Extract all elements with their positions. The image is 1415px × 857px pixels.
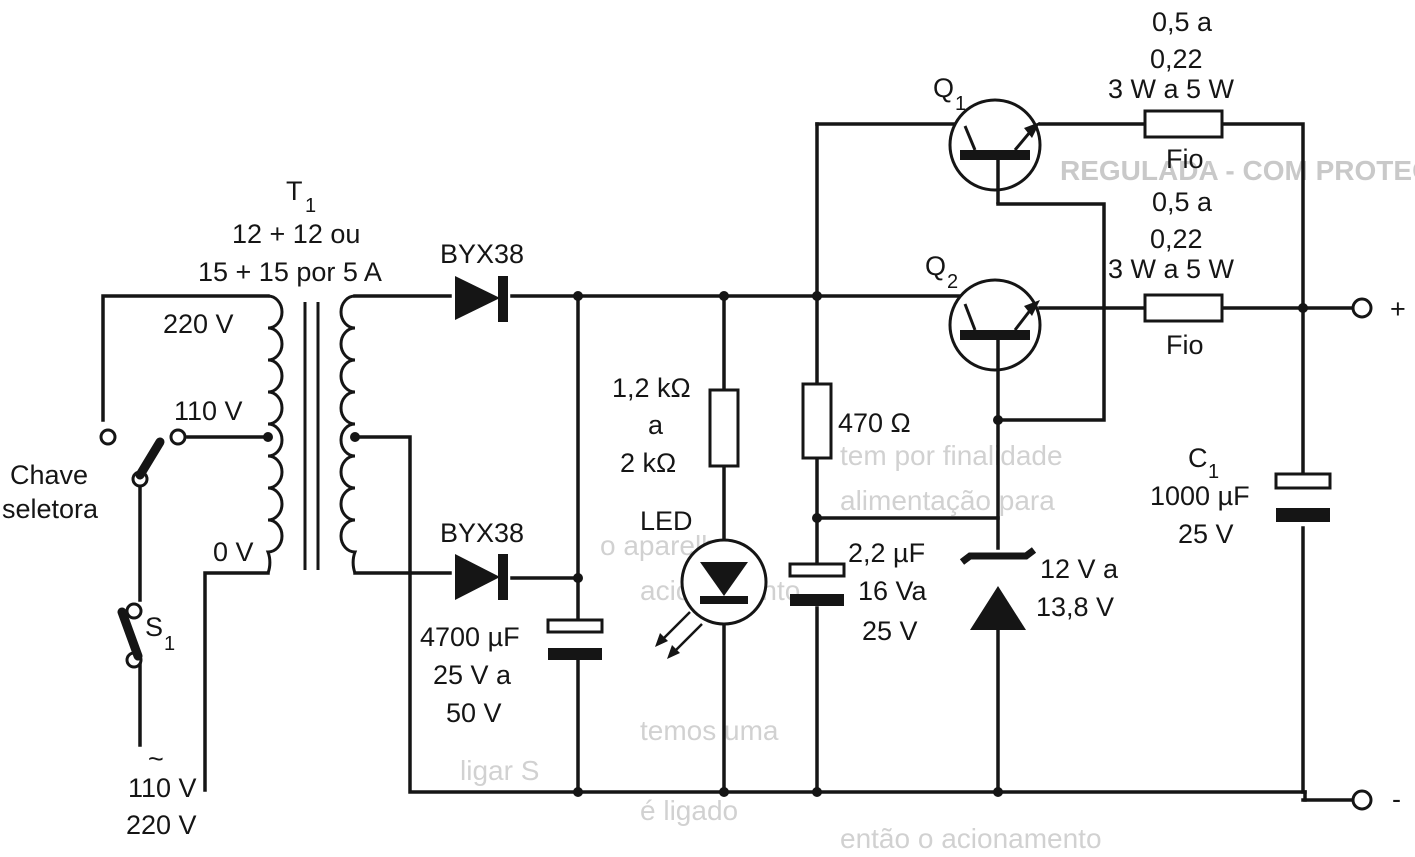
diode-bottom-icon (455, 554, 508, 600)
ac-symbol: ~ (148, 744, 164, 774)
re1-label-3: 3 W a 5 W (1108, 74, 1235, 104)
tap-0-label: 0 V (213, 537, 254, 567)
terminal-220-icon (99, 428, 117, 446)
output-plus-terminal-icon (1351, 297, 1373, 319)
zener-label-1: 12 V a (1040, 554, 1119, 584)
svg-text:temos uma: temos uma (640, 715, 779, 746)
zener-icon (959, 547, 1037, 630)
cap-main-label-2: 25 V a (433, 660, 512, 690)
led-icon (655, 538, 768, 659)
cap-main-label-3: 50 V (446, 698, 502, 728)
transistor-q1-icon (948, 98, 1042, 204)
junction-110-icon (263, 432, 273, 442)
junction-gnd-zener-icon (993, 787, 1003, 797)
primary-wiring (101, 294, 270, 792)
resistor-led-icon (708, 388, 740, 468)
re2-label-1: 0,5 a (1152, 187, 1213, 217)
capacitor-4700-icon (546, 618, 604, 660)
secondary-wiring (353, 294, 1307, 794)
junction-bus-1-icon (573, 291, 583, 301)
re2-label-2: 0,22 (1150, 224, 1203, 254)
svg-text:tem por finalidade: tem por finalidade (840, 440, 1063, 471)
mains-220: 220 V (126, 810, 197, 840)
re1-label-1: 0,5 a (1152, 7, 1213, 37)
resistor-emitter-q1-icon (1143, 109, 1224, 139)
output-minus-label: - (1392, 784, 1401, 814)
resistor-emitter-q2-icon (1143, 293, 1224, 323)
svg-text:então o acionamento: então o acionamento (840, 823, 1102, 854)
diode-top-icon (455, 276, 508, 322)
q1-label: Q (933, 73, 954, 103)
res-led-label-1: 1,2 kΩ (612, 373, 691, 403)
capacitor-c1-icon (1274, 472, 1332, 522)
t1-spec-2: 15 + 15 por 5 A (198, 257, 382, 287)
tap-220-label: 220 V (163, 309, 234, 339)
led-label: LED (640, 506, 693, 536)
t1-label: T (286, 176, 303, 206)
junction-base-icon (812, 513, 822, 523)
t1-spec-1: 12 + 12 ou (232, 219, 360, 249)
q2-label: Q (925, 251, 946, 281)
re1-label-2: 0,22 (1150, 44, 1203, 74)
selector-label-2: seletora (2, 494, 99, 524)
junction-gnd-1-icon (573, 787, 583, 797)
s1-terminal-top-icon (125, 602, 143, 620)
c1-label-2: 25 V (1178, 519, 1234, 549)
output-minus-terminal-icon (1351, 789, 1373, 811)
svg-text:é ligado: é ligado (640, 795, 738, 826)
svg-text:alimentação para: alimentação para (840, 485, 1055, 516)
selector-switch (99, 428, 187, 488)
svg-text:ligar S: ligar S (460, 755, 539, 786)
svg-text:REGULADA - COM PROTEÇÃO FOLI -: REGULADA - COM PROTEÇÃO FOLI - Volta Red… (1060, 155, 1415, 186)
s1-lever-icon (117, 607, 143, 661)
switch-lever-icon (135, 437, 165, 480)
re1-label-4: Fio (1166, 144, 1204, 174)
diode-bottom-label: BYX38 (440, 518, 524, 548)
t1-sub: 1 (305, 195, 316, 217)
cap-small-label-3: 25 V (862, 616, 918, 646)
cap-small-label-2: 16 Va (858, 576, 928, 606)
re2-label-3: 3 W a 5 W (1108, 254, 1235, 284)
q1-sub: 1 (955, 93, 966, 115)
cap-small-label-1: 2,2 µF (848, 538, 925, 568)
diode-top-label: BYX38 (440, 239, 524, 269)
c1-sub: 1 (1208, 461, 1219, 483)
capacitor-2u2-icon (788, 562, 846, 606)
switch-s1 (117, 602, 143, 669)
bias-wiring (815, 122, 1000, 794)
transformer-icon (265, 294, 358, 574)
re2-label-4: Fio (1166, 330, 1204, 360)
mains-110: 110 V (128, 773, 197, 803)
junction-gnd-led-icon (719, 787, 729, 797)
c1-label: C (1188, 443, 1208, 473)
res-led-label-2: a (648, 410, 664, 440)
junction-bus-2-icon (573, 573, 583, 583)
output-plus-label: + (1390, 294, 1406, 324)
labels: T 1 12 + 12 ou 15 + 15 por 5 A 220 V 110… (2, 7, 1406, 840)
selector-label-1: Chave (10, 460, 88, 490)
cap-main-label-1: 4700 µF (420, 622, 520, 652)
transistor-wiring (996, 122, 1354, 802)
resistor-470-icon (801, 382, 833, 460)
junction-bias-icon (812, 291, 822, 301)
res-led-label-3: 2 kΩ (620, 448, 676, 478)
tap-110-label: 110 V (174, 396, 243, 426)
res-470-label: 470 Ω (838, 408, 911, 438)
terminal-110-icon (169, 428, 187, 446)
junction-led-icon (719, 291, 729, 301)
transistor-q2-icon (948, 278, 1042, 420)
q2-sub: 2 (947, 271, 958, 293)
zener-label-2: 13,8 V (1036, 592, 1114, 622)
junction-gnd-bias-icon (812, 787, 822, 797)
junction-output-icon (1298, 303, 1308, 313)
s1-sub: 1 (164, 633, 175, 655)
s1-label: S (145, 612, 163, 642)
c1-label-1: 1000 µF (1150, 481, 1250, 511)
